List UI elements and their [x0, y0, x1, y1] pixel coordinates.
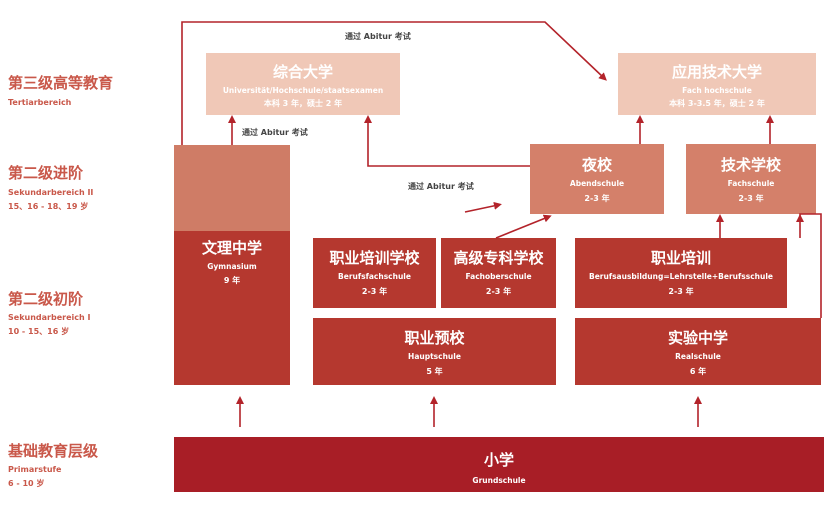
realschule-box: 实验中学 Realschule 6 年 — [575, 318, 821, 385]
university-duration: 本科 3 年，硕士 2 年 — [263, 99, 343, 108]
berufsfachschule-duration: 2-3 年 — [361, 287, 388, 296]
level-secondary2-ages: 15、16 - 18、19 岁 — [8, 202, 89, 211]
abitur-note-top: 通过 Abitur 考试 — [345, 32, 411, 41]
gymnasium-title: 文理中学 — [201, 239, 262, 257]
grundschule-title: 小学 — [483, 451, 514, 469]
berufsfachschule-subtitle: Berufsfachschule — [338, 272, 411, 281]
university-title: 综合大学 — [272, 63, 333, 81]
realschule-title: 实验中学 — [667, 329, 728, 347]
fachoberschule-subtitle: Fachoberschule — [465, 272, 532, 281]
university-subtitle: Universität/Hochschule/staatsexamen — [222, 86, 384, 95]
berufsausbildung-duration: 2-3 年 — [668, 287, 694, 296]
hauptschule-subtitle: Hauptschule — [408, 352, 461, 361]
hauptschule-title: 职业预校 — [404, 329, 465, 347]
realschule-duration: 6 年 — [689, 367, 707, 376]
gymnasium-upper-block — [174, 145, 290, 231]
fachoberschule-title: 高级专科学校 — [453, 249, 544, 267]
level-primary-title: 基础教育层级 — [8, 442, 99, 460]
level-tertiary-title: 第三级高等教育 — [8, 74, 114, 92]
abendschule-subtitle: Abendschule — [569, 179, 625, 188]
level-secondary2-title: 第二级进阶 — [8, 164, 84, 182]
hauptschule-box: 职业预校 Hauptschule 5 年 — [313, 318, 556, 385]
abitur-note-mid: 通过 Abitur 考试 — [408, 182, 474, 191]
fachschule-subtitle: Fachschule — [727, 179, 775, 188]
berufsausbildung-box: 职业培训 Berufsausbildung=Lehrstelle+Berufss… — [575, 238, 787, 308]
berufsausbildung-subtitle: Berufsausbildung=Lehrstelle+Berufsschule — [588, 272, 773, 281]
hauptschule-duration: 5 年 — [426, 367, 443, 376]
fachschule-duration: 2-3 年 — [738, 194, 764, 203]
abendschule-duration: 2-3 年 — [584, 194, 610, 203]
fachhochschule-title: 应用技术大学 — [671, 63, 762, 81]
berufsfachschule-title: 职业培训学校 — [329, 249, 420, 267]
fachschule-box: 技术学校 Fachschule 2-3 年 — [686, 144, 816, 214]
level-secondary1-ages: 10 - 15、16 岁 — [8, 327, 70, 336]
abendschule-box: 夜校 Abendschule 2-3 年 — [530, 144, 664, 214]
realschule-to-fachschule-line — [799, 213, 822, 318]
gymnasium-duration: 9 年 — [223, 276, 241, 285]
grundschule-box: 小学 Grundschule — [174, 437, 824, 492]
fachhochschule-box: 应用技术大学 Fach hochschule 本科 3-3.5 年，硕士 2 年 — [618, 53, 816, 115]
berufsausbildung-title: 职业培训 — [650, 249, 711, 267]
level-secondary1-title: 第二级初阶 — [8, 290, 84, 308]
level-primary-ages: 6 - 10 岁 — [8, 479, 45, 488]
level-primary-subtitle: Primarstufe — [8, 465, 62, 474]
abendschule-to-university-line — [364, 115, 530, 167]
fachhochschule-duration: 本科 3-3.5 年，硕士 2 年 — [669, 99, 765, 108]
realschule-subtitle: Realschule — [675, 352, 721, 361]
grundschule-subtitle: Grundschule — [472, 476, 526, 485]
level-tertiary-subtitle: Tertiarbereich — [8, 98, 72, 107]
fachhochschule-subtitle: Fach hochschule — [682, 86, 752, 95]
gymnasium-to-fachhochschule-line — [181, 21, 607, 145]
gymnasium-box: 文理中学 Gymnasium 9 年 — [174, 231, 290, 385]
fachoberschule-to-abendschule-arrow — [495, 214, 552, 239]
level-secondary2-subtitle: Sekundarbereich II — [8, 188, 94, 197]
abendschule-title: 夜校 — [581, 156, 612, 174]
fachoberschule-duration: 2-3 年 — [485, 287, 512, 296]
berufsfachschule-to-note-arrow — [464, 201, 502, 213]
fachoberschule-box: 高级专科学校 Fachoberschule 2-3 年 — [441, 238, 556, 308]
fachschule-title: 技术学校 — [720, 156, 781, 174]
berufsfachschule-box: 职业培训学校 Berufsfachschule 2-3 年 — [313, 238, 436, 308]
level-secondary1-subtitle: Sekundarbereich I — [8, 313, 91, 322]
university-box: 综合大学 Universität/Hochschule/staatsexamen… — [206, 53, 400, 115]
gymnasium-subtitle: Gymnasium — [207, 262, 257, 271]
abitur-note-left: 通过 Abitur 考试 — [242, 128, 308, 137]
